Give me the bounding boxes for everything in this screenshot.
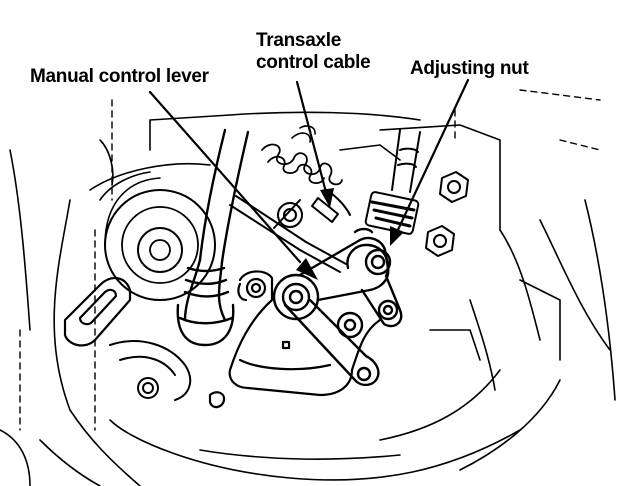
wire-harness — [176, 128, 250, 347]
leader-lines — [148, 78, 470, 264]
leader-arrowheads — [296, 188, 404, 280]
left-boss — [99, 171, 216, 301]
top-right-bolt — [439, 171, 469, 203]
left-bracket — [63, 277, 132, 347]
label-manual-control-lever: Manual control lever — [30, 66, 209, 87]
cable-bracket-bolt — [273, 199, 303, 229]
label-transaxle-control-cable-line2: control cable — [256, 52, 371, 73]
label-adjusting-nut: Adjusting nut — [410, 58, 529, 79]
engine-housing-outline — [0, 111, 616, 486]
label-transaxle-control-cable-line1: Transaxle — [256, 30, 341, 51]
electrical-connector — [364, 129, 421, 235]
manual-control-lever — [272, 227, 403, 387]
label-transaxle-control-cable: Transaxle control cable — [256, 30, 371, 74]
switch-housing — [208, 270, 382, 409]
lower-pipe — [109, 340, 192, 401]
hidden-lines — [19, 89, 601, 431]
right-bolt — [425, 225, 455, 257]
